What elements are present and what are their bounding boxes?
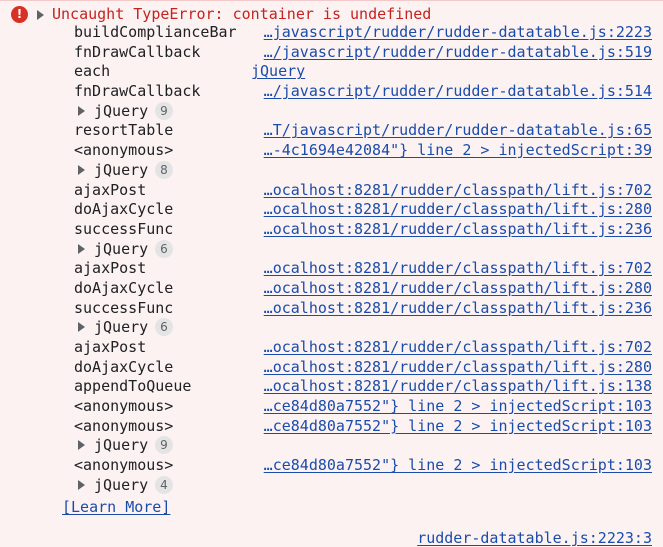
stack-trace: buildComplianceBar …javascript/rudder/rud… — [0, 22, 663, 495]
stack-frame-function: <anonymous> — [74, 456, 174, 475]
stack-frame-location-link[interactable]: …javascript/rudder/rudder-datatable.js:2… — [263, 23, 652, 41]
error-message-text: Uncaught TypeError: container is undefin… — [52, 5, 432, 23]
expand-triangle-icon[interactable] — [78, 479, 85, 490]
stack-group-jquery[interactable]: jQuery 8 — [0, 160, 663, 180]
stack-frame: appendToQueue …ocalhost:8281/rudder/class… — [0, 376, 663, 396]
expand-triangle-icon[interactable] — [78, 105, 85, 116]
stack-frame: doAjaxCycle …ocalhost:8281/rudder/classpa… — [0, 278, 663, 298]
stack-frame-function: fnDrawCallback — [74, 82, 201, 101]
stack-frame-location-link[interactable]: …ocalhost:8281/rudder/classpath/lift.js:… — [263, 219, 652, 238]
stack-frame: resortTable …T/javascript/rudder/rudder-d… — [0, 120, 663, 140]
stack-group-count-badge: 9 — [155, 436, 173, 455]
stack-frame-location-link[interactable]: …/javascript/rudder/rudder-datatable.js:… — [263, 42, 652, 61]
stack-group-name: jQuery — [94, 436, 149, 455]
stack-frame-function: doAjaxCycle — [74, 278, 174, 297]
stack-frame-location-link[interactable]: …ocalhost:8281/rudder/classpath/lift.js:… — [263, 200, 652, 219]
stack-group-count-badge: 9 — [155, 101, 173, 120]
stack-frame-location-link[interactable]: …T/javascript/rudder/rudder-datatable.js… — [263, 121, 652, 140]
stack-frame-location-link[interactable]: jQuery — [251, 62, 306, 81]
stack-frame-function: fnDrawCallback — [74, 42, 201, 61]
stack-frame-location-link[interactable]: …ce84d80a7552"} line 2 > injectedScript:… — [263, 397, 652, 416]
stack-group-count-badge: 6 — [155, 318, 173, 337]
stack-frame-location-link[interactable]: …/javascript/rudder/rudder-datatable.js:… — [263, 82, 652, 101]
source-location-link[interactable]: rudder-datatable.js:2223:3 — [417, 529, 652, 547]
stack-frame-function: successFunc — [74, 219, 174, 238]
stack-frame-function: resortTable — [74, 121, 174, 140]
stack-frame-location-link[interactable]: …ocalhost:8281/rudder/classpath/lift.js:… — [263, 180, 652, 199]
stack-frame-function: doAjaxCycle — [74, 357, 174, 376]
stack-group-jquery[interactable]: jQuery 9 — [0, 101, 663, 121]
stack-frame-function: doAjaxCycle — [74, 200, 174, 219]
stack-group-jquery[interactable]: jQuery 4 — [0, 475, 663, 495]
stack-frame: doAjaxCycle …ocalhost:8281/rudder/classpa… — [0, 199, 663, 219]
stack-frame-function: <anonymous> — [74, 141, 174, 160]
stack-frame-location-link[interactable]: …ocalhost:8281/rudder/classpath/lift.js:… — [263, 377, 652, 396]
expand-triangle-icon[interactable] — [78, 322, 85, 333]
learn-more-link[interactable]: [Learn More] — [62, 498, 171, 516]
scrollbar[interactable] — [659, 1, 663, 547]
stack-frame: <anonymous> …ce84d80a7552"} line 2 > inje… — [0, 416, 663, 436]
stack-frame-function: successFunc — [74, 298, 174, 317]
stack-frame: buildComplianceBar …javascript/rudder/rud… — [0, 22, 663, 42]
expand-triangle-icon[interactable] — [78, 440, 85, 451]
stack-frame: ajaxPost …ocalhost:8281/rudder/classpath/… — [0, 258, 663, 278]
stack-frame-function: ajaxPost — [74, 338, 147, 356]
stack-frame-location-link[interactable]: …-4c1694e42084"} line 2 > injectedScript… — [263, 141, 652, 160]
stack-group-name: jQuery — [94, 239, 149, 258]
stack-frame-function: <anonymous> — [74, 397, 174, 416]
stack-frame: doAjaxCycle …ocalhost:8281/rudder/classpa… — [0, 357, 663, 377]
stack-group-count-badge: 8 — [155, 160, 173, 179]
stack-frame: ajaxPost …ocalhost:8281/rudder/classpath/… — [0, 180, 663, 200]
stack-group-jquery[interactable]: jQuery 6 — [0, 239, 663, 259]
stack-frame-location-link[interactable]: …ocalhost:8281/rudder/classpath/lift.js:… — [263, 357, 652, 376]
stack-frame: <anonymous> …-4c1694e42084"} line 2 > inj… — [0, 140, 663, 160]
stack-frame-location-link[interactable]: …ocalhost:8281/rudder/classpath/lift.js:… — [263, 259, 652, 278]
expand-triangle-icon[interactable] — [78, 164, 85, 175]
stack-frame-function: each — [74, 62, 111, 81]
stack-group-jquery[interactable]: jQuery 6 — [0, 317, 663, 337]
stack-group-name: jQuery — [94, 318, 149, 337]
expand-arrow-icon[interactable] — [37, 10, 44, 20]
expand-triangle-icon[interactable] — [78, 243, 85, 254]
stack-frame: each jQuery — [0, 61, 663, 81]
stack-frame: <anonymous> …ce84d80a7552"} line 2 > inje… — [0, 396, 663, 416]
stack-frame: successFunc …ocalhost:8281/rudder/classpa… — [0, 298, 663, 318]
stack-frame-location-link[interactable]: …ocalhost:8281/rudder/classpath/lift.js:… — [263, 338, 652, 356]
error-header[interactable]: ! Uncaught TypeError: container is undef… — [0, 4, 663, 24]
stack-frame: <anonymous> …ce84d80a7552"} line 2 > inje… — [0, 455, 663, 475]
stack-frame-location-link[interactable]: …ce84d80a7552"} line 2 > injectedScript:… — [263, 456, 652, 475]
error-icon: ! — [11, 6, 28, 23]
stack-frame-function: buildComplianceBar — [74, 23, 237, 41]
stack-group-jquery[interactable]: jQuery 9 — [0, 435, 663, 455]
stack-group-name: jQuery — [94, 160, 149, 179]
stack-frame-location-link[interactable]: …ce84d80a7552"} line 2 > injectedScript:… — [263, 416, 652, 435]
stack-frame-function: appendToQueue — [74, 377, 192, 396]
stack-frame: successFunc …ocalhost:8281/rudder/classpa… — [0, 219, 663, 239]
stack-frame-function: ajaxPost — [74, 259, 147, 278]
stack-group-count-badge: 6 — [155, 239, 173, 258]
stack-frame-location-link[interactable]: …ocalhost:8281/rudder/classpath/lift.js:… — [263, 298, 652, 317]
stack-frame: ajaxPost …ocalhost:8281/rudder/classpath/… — [0, 337, 663, 357]
stack-frame-function: <anonymous> — [74, 416, 174, 435]
stack-frame: fnDrawCallback …/javascript/rudder/rudder… — [0, 42, 663, 62]
stack-group-name: jQuery — [94, 475, 149, 494]
stack-group-count-badge: 4 — [155, 475, 173, 494]
stack-frame: fnDrawCallback …/javascript/rudder/rudder… — [0, 81, 663, 101]
stack-frame-function: ajaxPost — [74, 180, 147, 199]
stack-group-name: jQuery — [94, 101, 149, 120]
stack-frame-location-link[interactable]: …ocalhost:8281/rudder/classpath/lift.js:… — [263, 278, 652, 297]
